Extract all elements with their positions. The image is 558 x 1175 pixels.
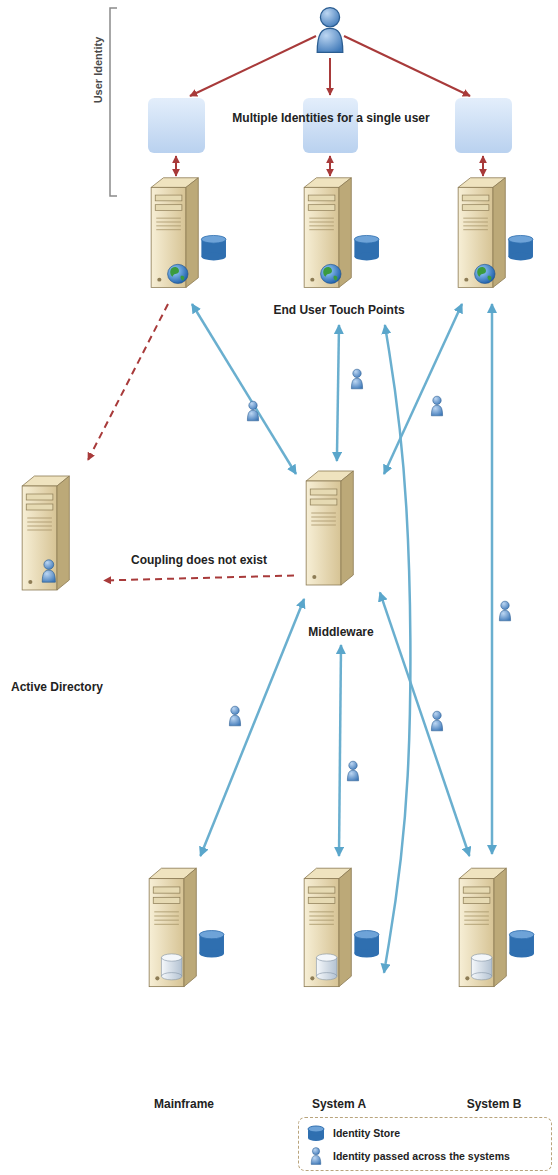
server-node: Middleware [300,465,382,595]
legend-row: Identity Store [305,1121,545,1144]
connector [339,645,341,856]
connector [380,592,470,856]
server-icon [298,862,380,997]
identity-icon [305,1145,327,1167]
legend-text: Identity Store [333,1127,400,1139]
server-node: End User Touch Points [298,172,380,297]
axis-label: User Identity [91,37,105,104]
identity-flow-lines [192,304,492,854]
server-icon [151,178,226,288]
server-caption: System A [312,1097,366,1111]
group-label: Multiple Identities for a single user [232,111,429,125]
server-node: System A [298,862,380,997]
server-icon [16,470,98,600]
bracket [110,8,117,196]
user-icon [317,8,343,53]
identity-icon [347,761,358,781]
identity-icon [431,711,442,731]
server-caption: Active Directory [11,680,103,694]
server-icon [453,862,535,997]
identity-icon [499,601,510,621]
dashed-coupling-line [88,304,168,460]
connector [384,325,410,973]
identity-icon [229,706,240,726]
legend-row: Identity passed across the systems [305,1144,545,1167]
dashed-connector [104,576,294,581]
server-node: System B [453,862,535,997]
server-icon [458,178,533,288]
server-caption: System B [467,1097,522,1111]
server-icon [300,465,382,595]
identity-boxes [148,98,512,153]
server-icon [143,862,225,997]
server-caption: End User Touch Points [273,303,404,317]
server-caption: Middleware [308,625,373,639]
identity-arrows [176,36,483,176]
server-node: Mainframe [143,862,225,997]
connector [337,325,339,461]
identity-icon [431,396,442,416]
identity-store-icon [305,1122,327,1144]
connector [200,599,304,856]
server-icon [298,172,380,297]
legend-text: Identity passed across the systems [333,1150,510,1162]
identity-icon [247,401,258,421]
edge-label: Coupling does not exist [128,553,270,567]
identity-icon [351,369,362,389]
server-caption: Mainframe [154,1097,214,1111]
legend-box: Identity StoreIdentity passed across the… [298,1117,552,1171]
server-node: Active Directory [16,470,98,600]
